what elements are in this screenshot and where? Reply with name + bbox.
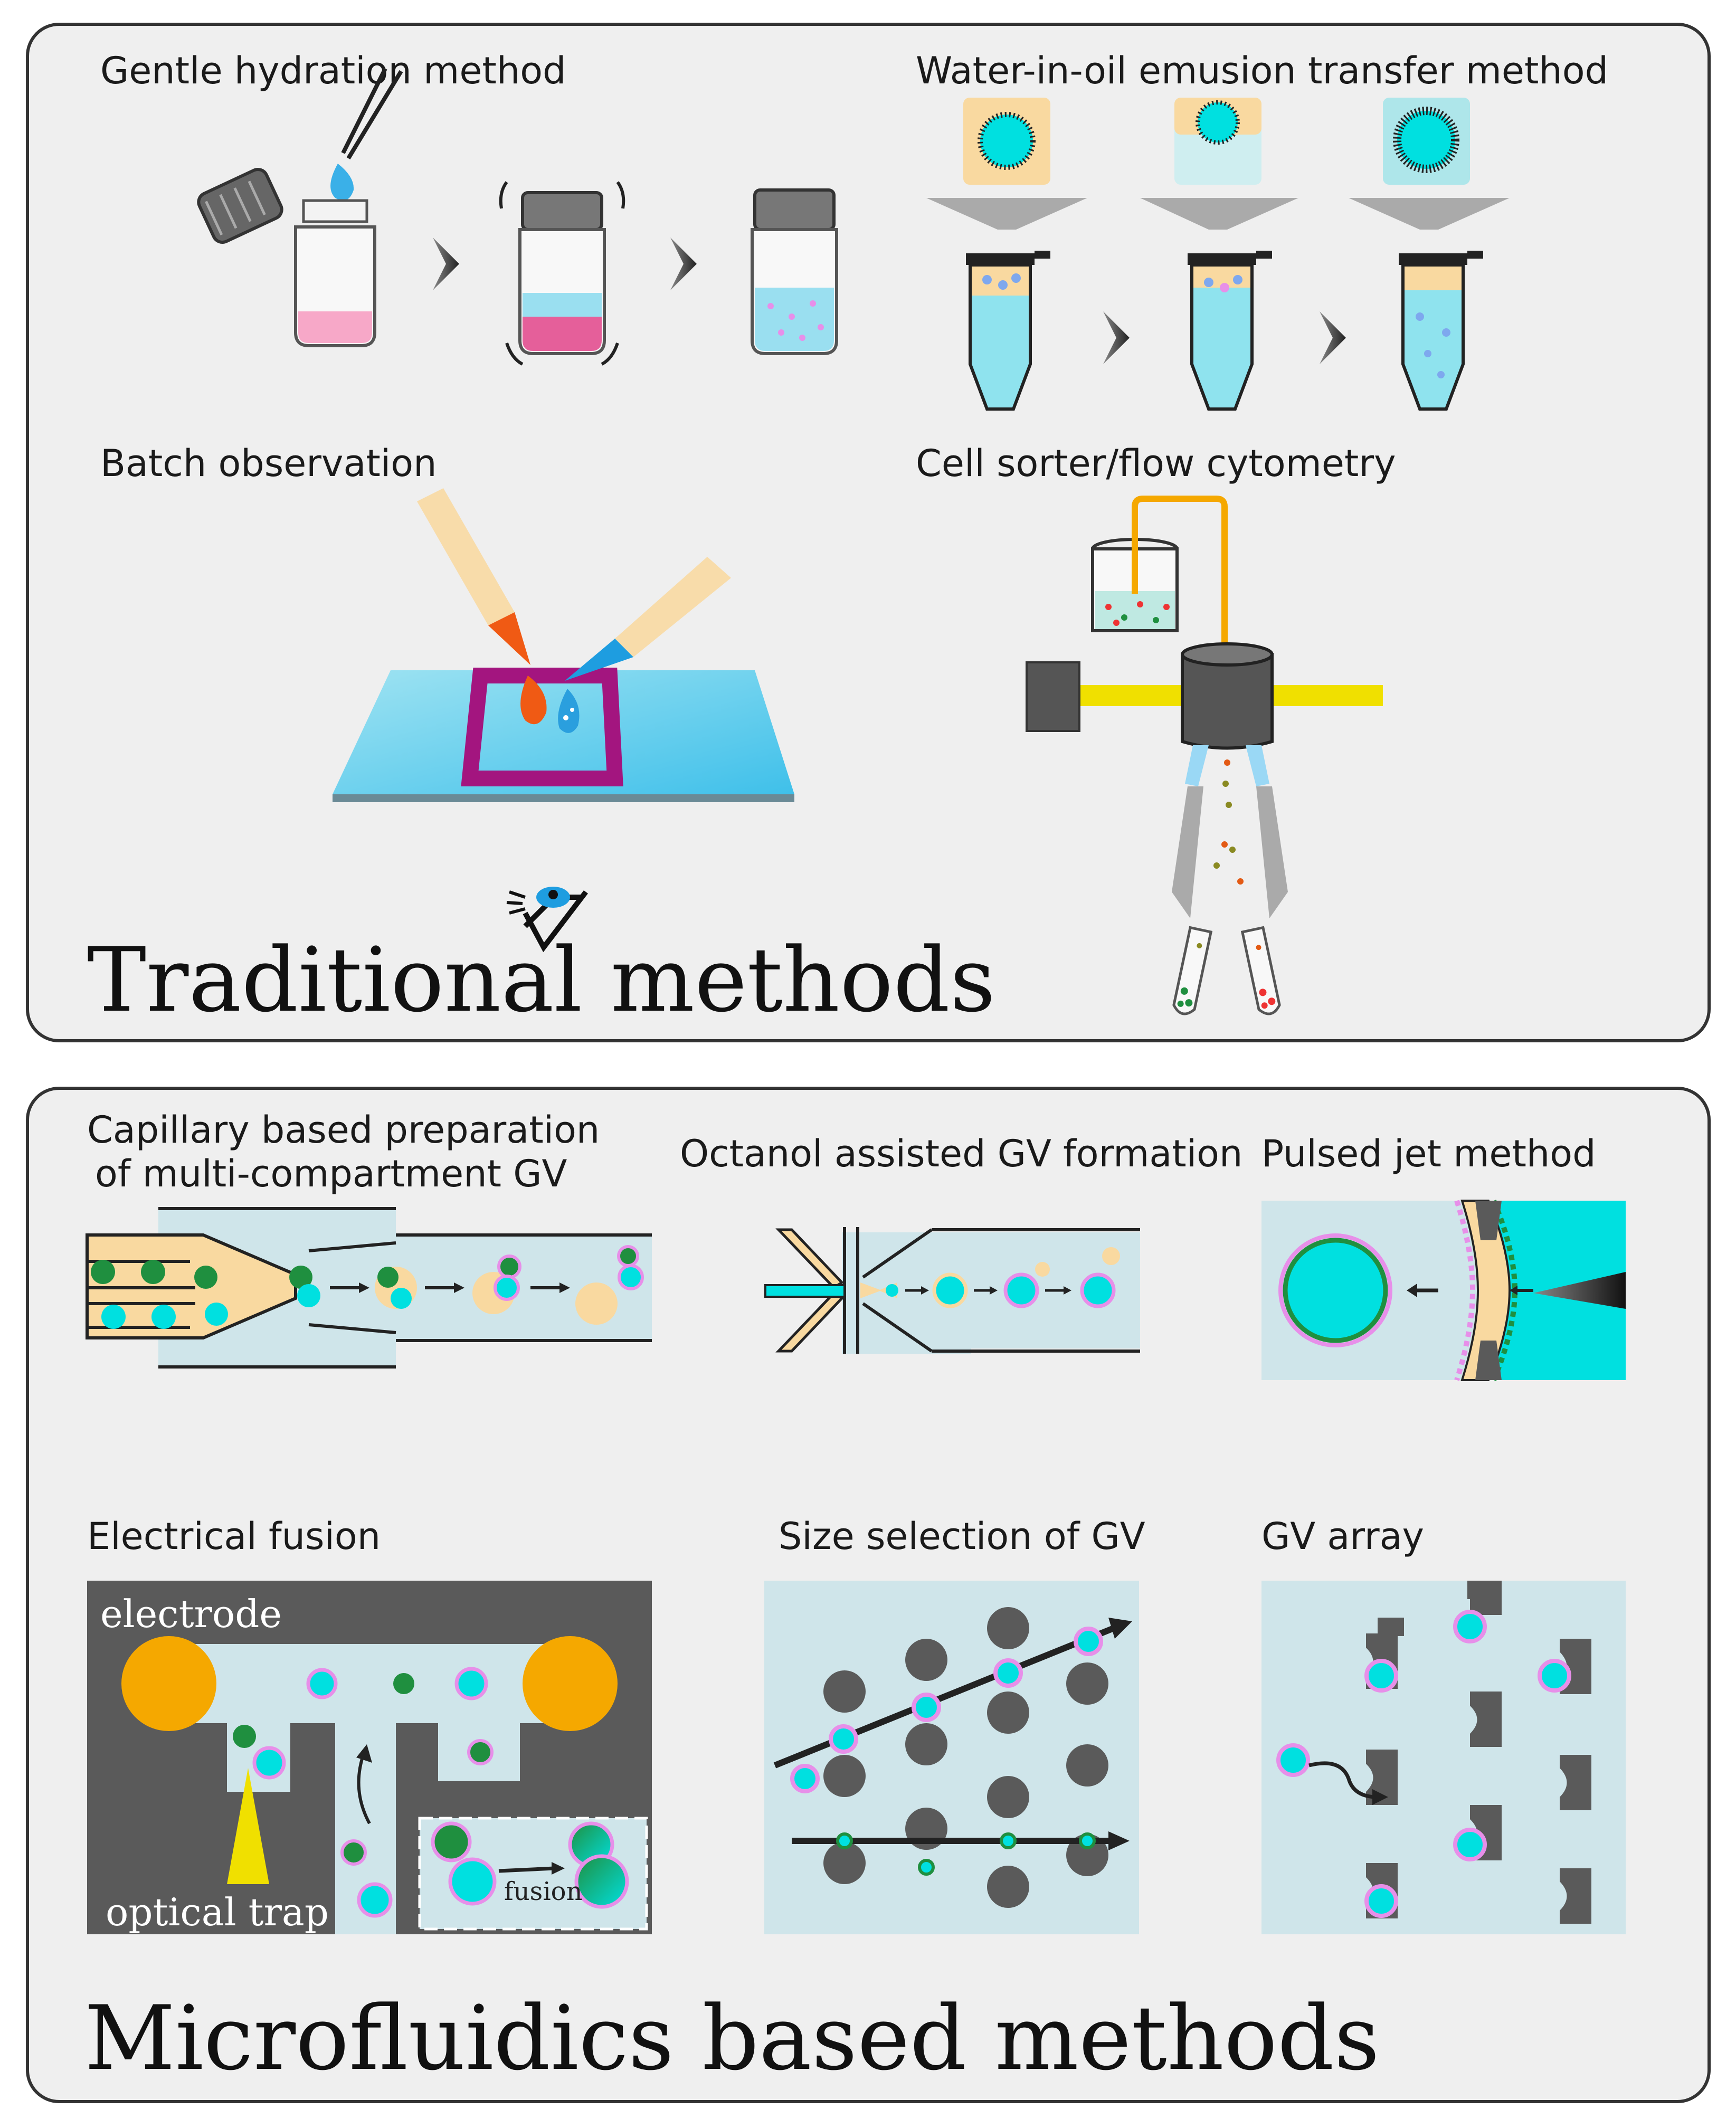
blue-pipette-icon bbox=[615, 557, 731, 657]
capillary-label-line2: of multi-compartment GV bbox=[95, 1152, 567, 1195]
chevron-right-icon bbox=[670, 237, 697, 290]
water-in-oil-label: Water-in-oil emusion transfer method bbox=[916, 49, 1608, 92]
flow-cell bbox=[1181, 653, 1274, 750]
gv-array-label: GV array bbox=[1261, 1515, 1424, 1558]
size-selection-illustration bbox=[764, 1581, 1139, 1934]
chamber-frame bbox=[461, 668, 623, 786]
open-vial-icon bbox=[294, 199, 376, 347]
electrode-left bbox=[121, 1636, 216, 1731]
emulsion-droplet-icon bbox=[1196, 100, 1240, 145]
hydrated-vial-icon bbox=[751, 188, 838, 355]
light-beam-left bbox=[1185, 745, 1209, 786]
centrifuge-tube-icon bbox=[1188, 251, 1272, 411]
gv-array-illustration bbox=[1261, 1581, 1626, 1934]
chevron-right-icon bbox=[1320, 311, 1346, 364]
pulsed-jet-illustration bbox=[1261, 1200, 1626, 1381]
cell-sorter-label: Cell sorter/flow cytometry bbox=[916, 442, 1396, 485]
funnel-shape bbox=[1349, 198, 1510, 230]
batch-observation-illustration bbox=[333, 488, 794, 953]
collection-tube-right-icon bbox=[1240, 926, 1281, 1015]
shaking-vial-icon bbox=[499, 181, 625, 366]
sample-tube bbox=[1132, 496, 1228, 652]
octanol-label: Octanol assisted GV formation bbox=[680, 1132, 1242, 1175]
electrode-right bbox=[523, 1636, 618, 1731]
eye-icon bbox=[506, 887, 588, 953]
capillary-illustration bbox=[86, 1207, 652, 1369]
chevron-right-icon bbox=[1103, 311, 1130, 364]
funnel-shape bbox=[1140, 198, 1298, 230]
laser-source bbox=[1026, 661, 1080, 732]
capillary-label-line1: Capillary based preparation bbox=[87, 1108, 600, 1152]
light-beam-right bbox=[1246, 745, 1269, 786]
electrical-fusion-label: Electrical fusion bbox=[87, 1515, 381, 1558]
pulsed-jet-label: Pulsed jet method bbox=[1261, 1132, 1596, 1175]
giant-vesicle-icon bbox=[1393, 107, 1459, 173]
optical-trap-beam bbox=[227, 1768, 269, 1884]
water-in-oil-illustration bbox=[926, 98, 1510, 411]
collection-tube-left-icon bbox=[1172, 926, 1213, 1015]
centrifuge-tube-icon bbox=[966, 251, 1050, 411]
cell-sorter-illustration bbox=[1026, 496, 1383, 1015]
glass-slide bbox=[333, 670, 794, 794]
microfluidics-title: Microfluidics based methods bbox=[84, 1987, 1380, 2090]
emulsion-droplet-icon bbox=[978, 112, 1036, 170]
vial-cap-icon bbox=[197, 168, 283, 244]
centrifuge-tube-icon bbox=[1399, 251, 1483, 411]
pipette-tweezers-icon bbox=[330, 68, 403, 201]
chevron-right-icon bbox=[433, 237, 459, 290]
funnel-shape bbox=[926, 198, 1087, 230]
deflection-plate-left bbox=[1172, 786, 1203, 918]
octanol-illustration bbox=[764, 1227, 1140, 1354]
gentle-hydration-label: Gentle hydration method bbox=[100, 49, 566, 92]
electrode-label: electrode bbox=[100, 1592, 282, 1636]
giant-vesicle-icon bbox=[1283, 1238, 1388, 1343]
gentle-hydration-illustration bbox=[197, 68, 838, 366]
jet-nozzle-icon bbox=[1533, 1272, 1626, 1309]
batch-observation-label: Batch observation bbox=[100, 442, 437, 485]
electrical-fusion-illustration: electrode optical trap fusion bbox=[87, 1581, 652, 1934]
optical-trap-label: optical trap bbox=[106, 1890, 329, 1934]
size-selection-label: Size selection of GV bbox=[779, 1515, 1145, 1558]
deflection-plate-right bbox=[1256, 786, 1288, 918]
fusion-label: fusion bbox=[504, 1877, 582, 1906]
orange-pipette-icon bbox=[417, 488, 515, 625]
